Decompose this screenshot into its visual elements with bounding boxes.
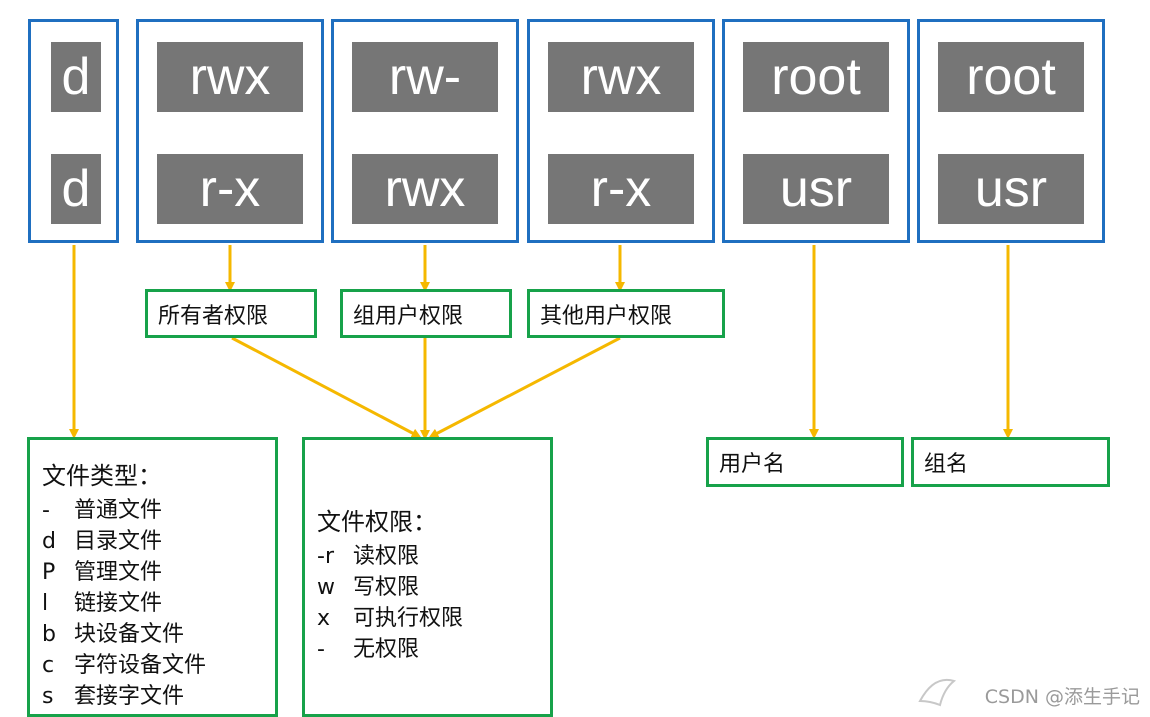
arrow-owner-to-permbox	[231, 336, 422, 438]
file-type-code: P	[42, 560, 56, 585]
tile-top: d	[51, 42, 101, 112]
tile-bottom: r-x	[548, 154, 694, 224]
file-type-row: d 目录文件	[42, 523, 162, 555]
file-type-code: d	[42, 529, 56, 554]
file-type-label: 目录文件	[74, 529, 163, 554]
file-type-label: 块设备文件	[74, 622, 185, 647]
file-type-row: s 套接字文件	[42, 678, 184, 710]
permission-label: 写权限	[353, 575, 420, 600]
file-type-code: c	[42, 653, 55, 678]
permission-label: 可执行权限	[353, 606, 464, 631]
file-types-legend: 文件类型： -普通文件 d 目录文件 P 管理文件 l 链接文件 b 块设备文件 c 字符…	[27, 437, 278, 717]
permission-row: x 可执行权限	[317, 600, 463, 632]
file-type-label: 套接字文件	[74, 684, 185, 709]
column-owner-permission: rwx r-x	[136, 19, 324, 243]
tile-top: root	[743, 42, 889, 112]
permission-row: - 无权限	[317, 631, 419, 663]
permission-row: w 写权限	[317, 569, 419, 601]
tile-bottom: usr	[743, 154, 889, 224]
file-type-row: P 管理文件	[42, 554, 162, 586]
tile-bottom: rwx	[352, 154, 498, 224]
label-owner-permission: 所有者权限	[145, 289, 317, 338]
permission-code: -r	[317, 544, 334, 569]
file-type-label: 管理文件	[74, 560, 163, 585]
permission-label: 无权限	[353, 637, 420, 662]
file-types-title: 文件类型：	[42, 462, 162, 490]
file-type-row: l 链接文件	[42, 585, 162, 617]
file-permissions-title: 文件权限：	[317, 508, 437, 536]
tile-top: rw-	[352, 42, 498, 112]
file-type-code: -	[42, 498, 50, 523]
column-owner-group: root usr	[917, 19, 1105, 243]
tile-bottom: usr	[938, 154, 1084, 224]
file-type-code: s	[42, 684, 54, 709]
file-type-code: b	[42, 622, 56, 647]
permission-code: -	[317, 637, 325, 662]
file-type-label: 字符设备文件	[74, 653, 207, 678]
tile-top: rwx	[548, 42, 694, 112]
file-type-label: 链接文件	[74, 591, 163, 616]
watermark: CSDN @添生手记	[984, 686, 1140, 708]
tile-top: rwx	[157, 42, 303, 112]
file-type-row: b 块设备文件	[42, 616, 184, 648]
label-user-name: 用户名	[706, 437, 904, 487]
column-group-permission: rw- rwx	[331, 19, 519, 243]
permission-label: 读权限	[353, 544, 420, 569]
column-other-permission: rwx r-x	[527, 19, 715, 243]
permission-code: w	[317, 575, 335, 600]
file-type-row: c 字符设备文件	[42, 647, 206, 679]
arrow-other-to-permbox	[428, 336, 621, 438]
column-file-type: d d	[28, 19, 119, 243]
column-owner-user: root usr	[722, 19, 910, 243]
label-group-name: 组名	[911, 437, 1110, 487]
tile-bottom: r-x	[157, 154, 303, 224]
permission-row: -r 读权限	[317, 538, 419, 570]
file-type-label: 普通文件	[74, 498, 163, 523]
permission-code: x	[317, 606, 331, 631]
tile-bottom: d	[51, 154, 101, 224]
watermark-logo-icon	[918, 679, 957, 707]
tile-top: root	[938, 42, 1084, 112]
file-permissions-legend: 文件权限： -r 读权限 w 写权限 x 可执行权限 - 无权限	[302, 437, 553, 717]
file-type-row: -普通文件	[42, 492, 162, 524]
file-type-code: l	[42, 591, 49, 616]
label-group-permission: 组用户权限	[340, 289, 512, 338]
label-other-permission: 其他用户权限	[527, 289, 725, 338]
